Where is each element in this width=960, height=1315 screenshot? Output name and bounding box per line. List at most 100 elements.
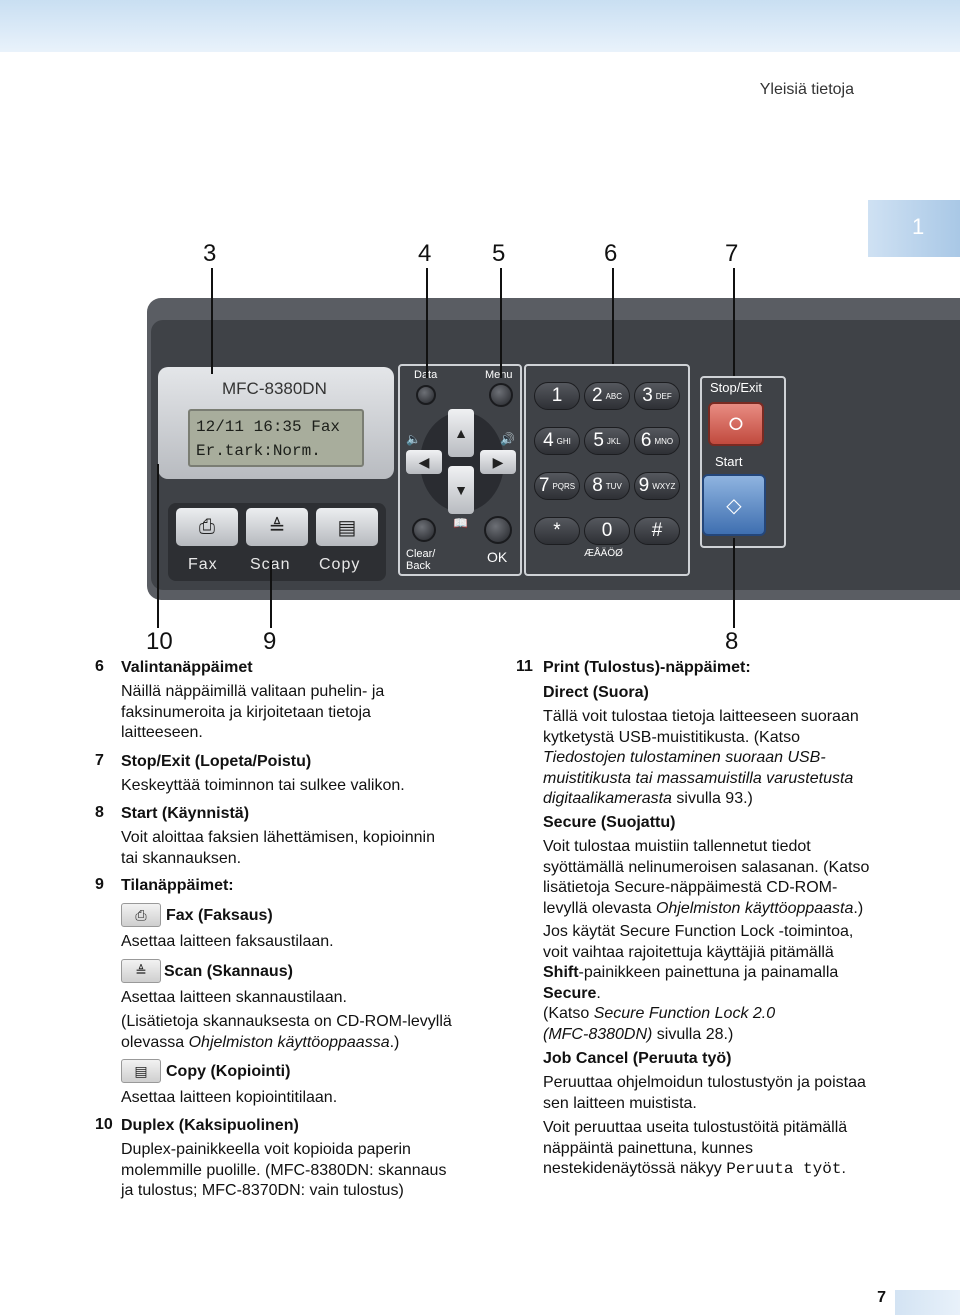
stop-exit-button[interactable]: ⭘ bbox=[708, 402, 764, 446]
text-span: olevassa bbox=[121, 1033, 189, 1051]
callout-8: 8 bbox=[725, 628, 739, 655]
copy-key-icon: ▤ bbox=[121, 1059, 161, 1083]
text-line: voit vaihtaa rajoitettuja käyttäjiä pitä… bbox=[543, 943, 834, 961]
data-led bbox=[416, 385, 436, 405]
key-digit: 7 bbox=[538, 475, 550, 496]
scan-mode-title: Scan (Skannaus) bbox=[164, 963, 293, 980]
item-title-6: Valintanäppäimet bbox=[121, 659, 253, 676]
manual-reference: Ohjelmiston käyttöoppaasta bbox=[655, 899, 854, 917]
leader-line-10 bbox=[157, 464, 159, 628]
item-title-10: Duplex (Kaksipuolinen) bbox=[121, 1117, 299, 1134]
model-name: MFC-8380DN bbox=[222, 379, 327, 398]
clear-back-button[interactable] bbox=[412, 518, 436, 542]
arrow-up-icon: ▲ bbox=[454, 425, 468, 441]
key-digit: 3 bbox=[642, 385, 653, 406]
fax-key-icon: ⎙ bbox=[121, 903, 161, 927]
key-letters: MNO bbox=[654, 436, 674, 446]
fax-mode-label: Fax bbox=[188, 556, 218, 573]
stop-exit-label: Stop/Exit bbox=[710, 380, 763, 395]
key-star[interactable]: * bbox=[534, 517, 580, 545]
text-line: (MFC-8380DN) sivulla 28.) bbox=[543, 1025, 853, 1046]
copy-mode-label: Copy bbox=[319, 556, 361, 573]
key-letters: PQRS bbox=[552, 481, 576, 491]
fax-mode-button[interactable]: ⎙ bbox=[176, 508, 238, 546]
item-title-11: Print (Tulostus)-näppäimet: bbox=[543, 659, 751, 676]
fax-icon: ⎙ bbox=[199, 515, 215, 538]
item-text-6: Näillä näppäimillä valitaan puhelin- ja … bbox=[121, 682, 384, 744]
key-1[interactable]: 1 bbox=[534, 382, 580, 410]
callout-9: 9 bbox=[263, 628, 277, 655]
item-title-9: Tilanäppäimet: bbox=[121, 877, 234, 894]
copy-mode-button[interactable]: ▤ bbox=[316, 508, 378, 546]
key-digit: 5 bbox=[593, 430, 604, 451]
fax-mode-title: Fax (Faksaus) bbox=[166, 907, 273, 924]
scan-mode-note: (Lisätietoja skannauksesta on CD-ROM-lev… bbox=[121, 1012, 452, 1053]
scan-icon: ≜ bbox=[268, 516, 286, 539]
zero-key-letters: ÆÅÄÖØ bbox=[584, 548, 623, 559]
arrow-right-icon: ▶ bbox=[492, 453, 504, 470]
text-line: Peruuttaa ohjelmoidun tulostustyön ja po… bbox=[543, 1074, 866, 1091]
text-line: Secure. bbox=[543, 984, 853, 1005]
menu-label: Menu bbox=[485, 369, 513, 381]
callout-10: 10 bbox=[146, 628, 173, 655]
text-span: -painikkeen painettuna ja painamalla bbox=[578, 964, 839, 981]
text-line: Jos käytät Secure Function Lock -toimint… bbox=[543, 923, 854, 940]
down-arrow-button[interactable]: ▼ bbox=[448, 466, 474, 514]
item-number-10: 10 bbox=[95, 1116, 113, 1133]
key-digit: 6 bbox=[640, 430, 652, 451]
text-span: sivulla 93.) bbox=[671, 790, 753, 807]
key-digit: 8 bbox=[592, 475, 603, 496]
start-button[interactable]: ◇ bbox=[702, 474, 766, 536]
scan-mode-button[interactable]: ≜ bbox=[246, 508, 308, 546]
item-number-8: 8 bbox=[95, 804, 104, 821]
text-span: sivulla 28.) bbox=[652, 1025, 734, 1043]
running-header: Yleisiä tietoja bbox=[759, 81, 854, 98]
text-line: Voit aloittaa faksien lähettämisen, kopi… bbox=[121, 829, 435, 846]
text-line: ja tulostus; MFC-8370DN: vain tulostus) bbox=[121, 1182, 404, 1199]
scan-mode-text: Asettaa laitteen skannaustilaan. bbox=[121, 989, 347, 1006]
lcd-line-1: 12/11 16:35 Fax bbox=[196, 418, 341, 436]
text-span: . bbox=[841, 1160, 846, 1177]
text-line: Duplex-painikkeella voit kopioida paperi… bbox=[121, 1141, 411, 1158]
key-hash[interactable]: # bbox=[634, 517, 680, 545]
text-line: kytketystä USB-muistitikusta. (Katso bbox=[543, 728, 800, 746]
text-line: molemmille puolille. (MFC-8380DN: skanna… bbox=[121, 1161, 447, 1179]
top-band bbox=[0, 0, 960, 52]
key-digit: 0 bbox=[601, 520, 613, 541]
key-0[interactable]: 0 bbox=[584, 517, 630, 545]
right-arrow-button[interactable]: ▶ bbox=[480, 450, 516, 474]
key-letters: JKL bbox=[606, 436, 621, 446]
text-span: (MFC-8380DN) bbox=[543, 1025, 653, 1043]
text-span: .) bbox=[853, 899, 864, 917]
text-line: tai skannauksen. bbox=[121, 849, 242, 867]
leader-line-8 bbox=[733, 538, 735, 628]
arrow-left-icon: ◀ bbox=[418, 453, 430, 470]
text-span: Secure Function Lock 2.0 bbox=[593, 1005, 776, 1022]
callout-6: 6 bbox=[604, 240, 618, 267]
text-span: .) bbox=[389, 1033, 400, 1051]
left-arrow-button[interactable]: ◀ bbox=[406, 450, 442, 474]
copy-icon: ▤ bbox=[337, 516, 357, 539]
chapter-tab: 1 bbox=[868, 200, 960, 257]
text-line: levyllä olevasta Ohjelmiston käyttöoppaa… bbox=[543, 899, 869, 920]
footer-band bbox=[895, 1290, 960, 1315]
leader-line-5 bbox=[500, 268, 502, 378]
leader-line-6 bbox=[612, 268, 614, 364]
item-number-7: 7 bbox=[95, 752, 104, 769]
ok-button[interactable] bbox=[484, 516, 512, 544]
callout-4: 4 bbox=[418, 240, 432, 267]
up-arrow-button[interactable]: ▲ bbox=[448, 409, 474, 457]
leader-line-7 bbox=[733, 268, 735, 376]
menu-button[interactable] bbox=[489, 383, 513, 407]
text-span: levyllä olevasta bbox=[543, 899, 656, 917]
key-digit: 1 bbox=[551, 385, 563, 406]
lcd-message: Peruuta työt bbox=[726, 1160, 842, 1178]
